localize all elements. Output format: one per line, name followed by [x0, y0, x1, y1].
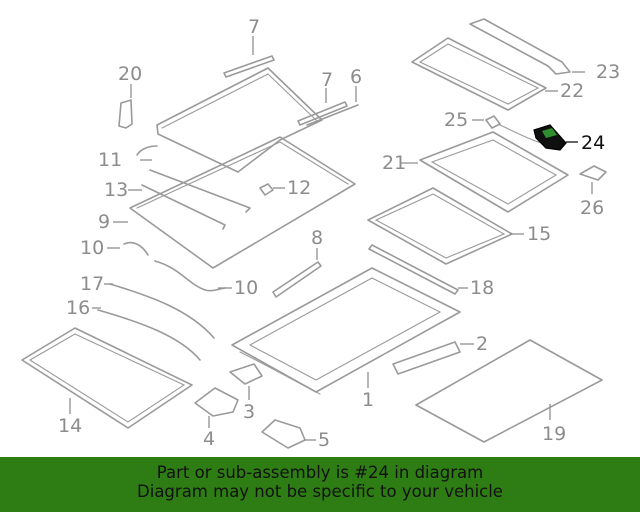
part-10-hose-right: [154, 260, 232, 292]
callout-23: 23: [596, 61, 620, 83]
part-16-strip: [92, 307, 201, 361]
info-banner: Part or sub-assembly is #24 in diagram D…: [0, 457, 640, 512]
callout-5: 5: [318, 429, 330, 451]
part-11-lower-seal: [149, 169, 251, 213]
banner-line-2: Diagram may not be specific to your vehi…: [137, 482, 503, 501]
callout-3: 3: [243, 401, 255, 423]
callout-13: 13: [104, 179, 128, 201]
callout-21: 21: [382, 152, 406, 174]
callout-25: 25: [444, 109, 468, 131]
callout-17: 17: [80, 273, 104, 295]
part-9-glass-panel: [113, 136, 356, 269]
part-4-bracket: [194, 387, 239, 428]
callout-22: 22: [560, 80, 584, 102]
callout-6: 6: [350, 66, 362, 88]
part-19-sunshade: [415, 339, 603, 443]
callout-14: 14: [58, 415, 82, 437]
part-2-bracket: [392, 341, 474, 375]
part-24-highlighted: [533, 124, 578, 151]
part-7-lower-strip: [297, 88, 348, 126]
callout-24: 24: [581, 132, 605, 154]
callout-7-lower: 7: [321, 69, 333, 91]
callout-16: 16: [66, 297, 90, 319]
callout-10-right: 10: [234, 277, 258, 299]
callout-12: 12: [287, 177, 311, 199]
callout-8: 8: [311, 227, 323, 249]
part-12-clip: [259, 183, 285, 196]
callout-9: 9: [98, 211, 110, 233]
part-14-glass: [21, 327, 193, 429]
callout-4: 4: [203, 428, 215, 450]
part-5-module: [261, 419, 316, 449]
part-1-main-frame: [231, 267, 461, 395]
part-20-bracket: [118, 84, 133, 129]
callout-7-upper: 7: [248, 16, 260, 38]
part-23-bracket: [469, 18, 585, 75]
part-3-motor: [229, 363, 263, 400]
part-21-frame: [400, 131, 569, 213]
part-17-strip: [104, 283, 215, 339]
part-18-strip: [368, 244, 468, 295]
callout-18: 18: [470, 277, 494, 299]
part-26-clip: [579, 165, 607, 194]
part-13-seal: [128, 184, 226, 230]
callout-11: 11: [98, 149, 122, 171]
callout-1: 1: [362, 389, 374, 411]
callout-2: 2: [476, 333, 488, 355]
part-10-hose-left: [107, 241, 149, 256]
part-15-glass: [367, 187, 524, 265]
callout-15: 15: [527, 223, 551, 245]
parts-diagram: 7 20 7 6 11 13 12 9 10 10 8 17 16 14 4 3…: [21, 16, 620, 451]
part-6-strip: [306, 86, 359, 126]
banner-line-1: Part or sub-assembly is #24 in diagram: [156, 463, 484, 482]
callout-19: 19: [542, 423, 566, 445]
callout-10-left: 10: [80, 237, 104, 259]
part-7-upper-strip: [223, 36, 275, 78]
part-22-glass: [411, 37, 558, 111]
part-11-seal-ring: [136, 67, 323, 173]
part-8-rail: [272, 248, 322, 298]
callout-20: 20: [118, 63, 142, 85]
callout-26: 26: [580, 197, 604, 219]
